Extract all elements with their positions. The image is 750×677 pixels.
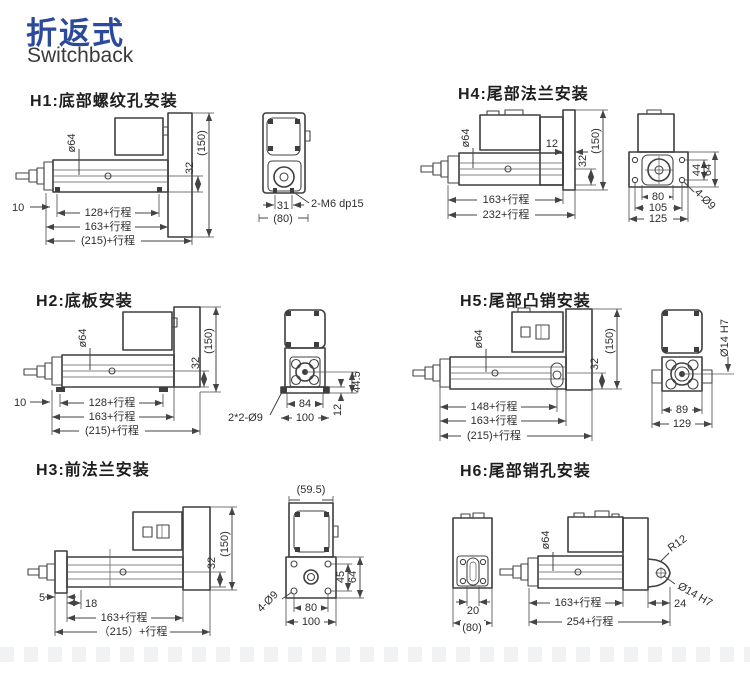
panel-title-h1: H1:底部螺纹孔安装 [30,93,178,110]
h1-dim-row3: (215)+行程 [81,234,135,247]
h3-dim-total: (150) [219,531,231,557]
h3-dim-v1: 45 [335,571,347,583]
h1-dim-bore: ø64 [66,134,78,153]
page-title-cn: 折返式 [26,16,125,51]
h2-side-view: ø64 32 (150) 10 128+行程 163+行程 (215)+行程 [14,306,221,437]
h5-dim-total: (150) [604,328,616,354]
h6-note-radius: R12 [666,533,689,554]
h2-dim-axis: 44.5 [351,371,363,392]
h1-dim-w2: (80) [273,213,293,225]
h1-dim-front: 10 [12,202,24,214]
h5-dim-row2: 163+行程 [471,414,518,427]
h1-end-view: 31 (80) 2-M6 dp15 [258,112,364,225]
h2-dim-front: 10 [14,397,26,409]
h2-dim-half: 32 [190,357,202,369]
h6-dim-bore: ø64 [540,531,552,550]
h1-dim-w1: 31 [277,200,289,212]
h4-note-holes: 4-Ø9 [692,187,718,213]
h2-end-view: 44.5 12 84 100 2*2-Ø9 [228,309,363,424]
h1-dim-row1: 128+行程 [85,206,132,219]
h2-dim-base: 12 [332,404,344,416]
h4-dim-total: (150) [590,128,602,154]
h5-dim-bore: ø64 [473,330,485,349]
h6-dim-slot: 20 [467,605,479,617]
panel-title-h2: H2:底板安装 [36,293,133,310]
h3-dim-top: (59.5) [297,484,326,496]
h3-dim-flange: 5 [39,592,45,604]
h2-note-holes: 2*2-Ø9 [228,412,263,424]
h5-end-view: Ø14 H7 89 129 [651,309,734,430]
panel-title-h3: H3:前法兰安装 [36,462,150,479]
h6-side-view: ø64 R12 Ø14 H7 24 163+行程 254+行程 [499,510,714,628]
h1-dim-half: 32 [184,162,196,174]
h2-dim-w2: 100 [296,412,314,424]
h3-dim-w1: 80 [305,602,317,614]
h3-end-view: (59.5) 45 64 [255,484,364,628]
h2-dim-row2: 163+行程 [89,410,136,423]
h6-dim-w: (80) [462,622,482,634]
h5-dim-w2: 129 [673,418,691,430]
h4-dim-half: 32 [577,155,589,167]
h5-dim-row1: 148+行程 [471,400,518,413]
h3-note-holes: 4-Ø9 [255,589,281,615]
h4-dim-w1: 80 [652,191,664,203]
h6-dim-row2: 254+行程 [567,615,614,628]
h4-side-view: ø64 12 32 (150) 163+行程 232+行程 [420,109,608,221]
page-title-en: Switchback [27,44,134,67]
h3-dim-v2: 64 [347,571,359,583]
h4-dim-v2: 64 [702,164,714,176]
h2-dim-total: (150) [203,328,215,354]
h4-dim-bore: ø64 [460,129,472,148]
h1-dim-total: (150) [196,130,208,156]
h1-side-view: ø64 32 (150) 10 128+行程 163+行程 (215)+行程 [12,112,214,247]
h3-side-view: 32 (150) 5 18 163+行程 （215）+行程 [27,506,237,638]
h4-dim-plate: 12 [546,138,558,150]
h6-dim-row1: 163+行程 [555,596,602,609]
h5-dim-pin: Ø14 H7 [719,319,731,357]
h4-dim-w2: 105 [649,202,667,214]
h5-side-view: ø64 32 (150) 148+行程 163+行程 (215)+行程 [412,307,622,442]
h2-dim-w1: 84 [299,398,311,410]
faded-next-row [0,647,750,662]
h3-dim-row2: 163+行程 [101,611,148,624]
panel-title-h6: H6:尾部销孔安装 [460,463,591,480]
h4-dim-row1: 163+行程 [483,193,530,206]
h4-dim-row2: 232+行程 [483,208,530,221]
h3-dim-half: 32 [206,557,218,569]
h6-end-view: 20 (80) [452,512,493,634]
h6-dim-tail: 24 [674,598,686,610]
h2-dim-bore: ø64 [77,329,89,348]
h4-end-view: 44 64 80 105 125 4-Ø9 [628,109,719,225]
h5-dim-row3: (215)+行程 [467,429,521,442]
h5-dim-w1: 89 [676,404,688,416]
h1-dim-row2: 163+行程 [85,220,132,233]
panel-title-h4: H4:尾部法兰安装 [458,86,589,103]
h2-dim-row3: (215)+行程 [85,424,139,437]
h1-note-thread: 2-M6 dp15 [311,198,364,210]
h3-dim-front: 18 [85,598,97,610]
h3-dim-w2: 100 [302,616,320,628]
panel-title-h5: H5:尾部凸销安装 [460,293,591,310]
h4-dim-v1: 44 [691,164,703,176]
h4-dim-w3: 125 [649,213,667,225]
h2-dim-row1: 128+行程 [89,396,136,409]
h3-dim-row3: （215）+行程 [99,625,168,638]
h5-dim-half: 32 [589,358,601,370]
